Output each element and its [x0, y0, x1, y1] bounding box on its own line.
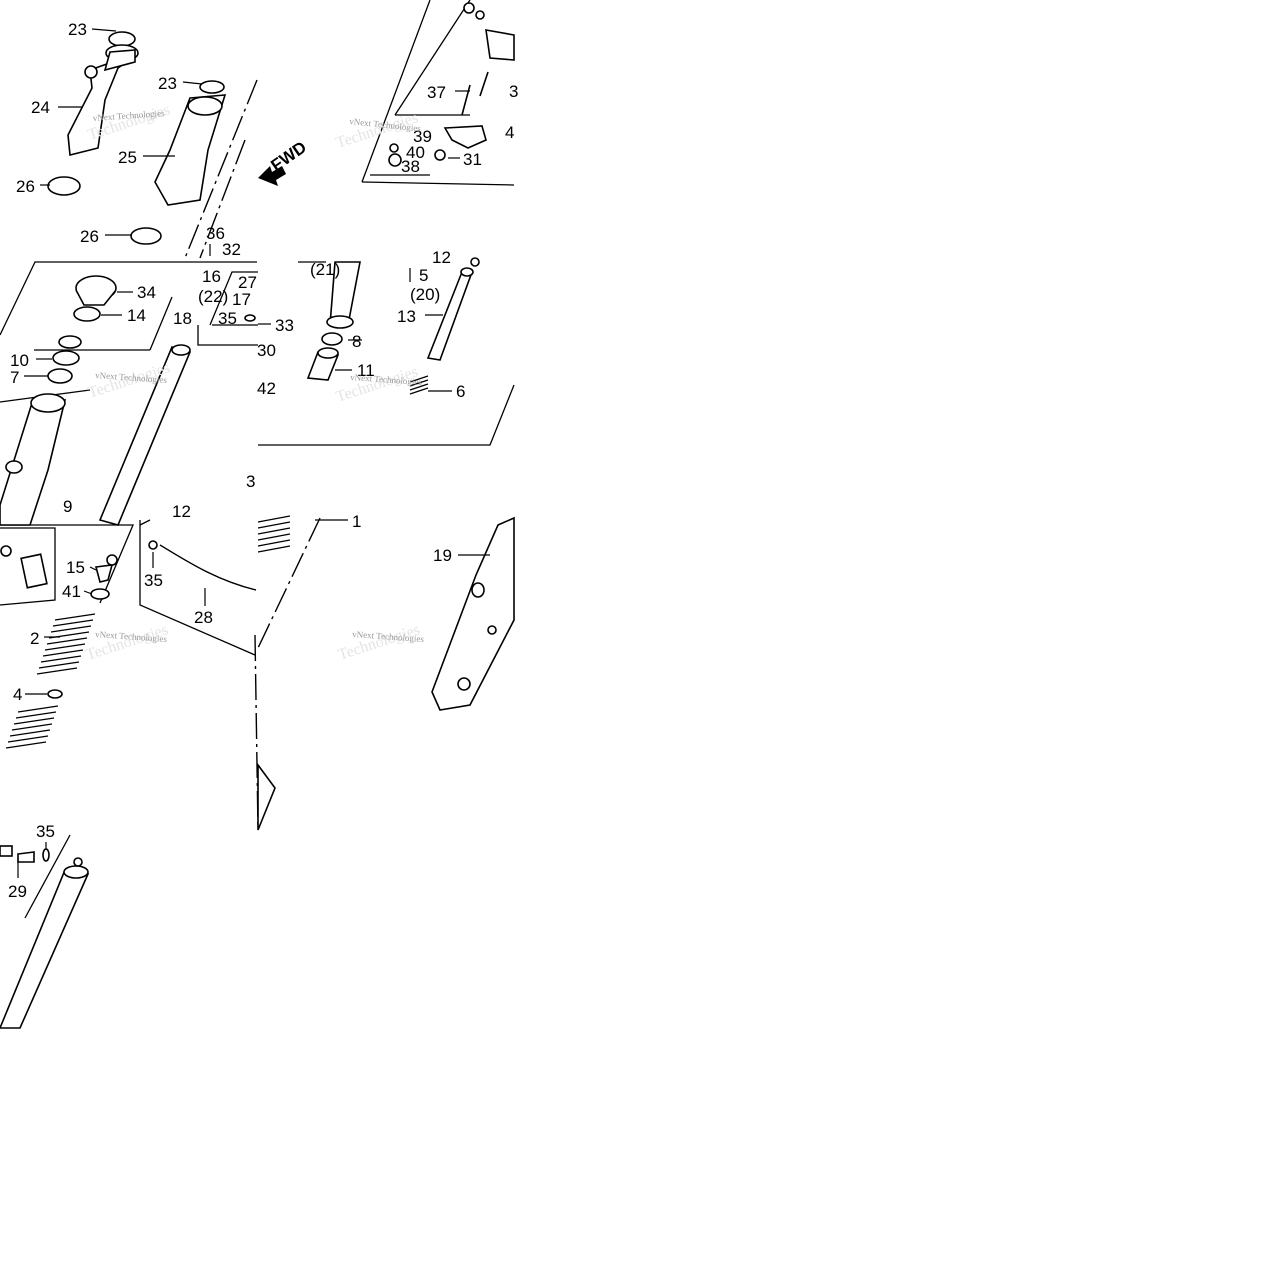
- callout-label: 42: [257, 379, 276, 398]
- callout-label: 40: [406, 143, 425, 162]
- callout-label: 41: [62, 582, 81, 601]
- callout-label: 39: [413, 127, 432, 146]
- callout-label: 19: [433, 546, 452, 565]
- callout-label: 23: [68, 20, 87, 39]
- callout-label: 17: [232, 290, 251, 309]
- callout-label: 2: [30, 629, 39, 648]
- callout-label: 23: [158, 74, 177, 93]
- callout-label: 13: [397, 307, 416, 326]
- watermarks: Technologies vNext Technologies Technolo…: [84, 101, 425, 663]
- callout-label: 16: [202, 267, 221, 286]
- callout-label: 35: [218, 309, 237, 328]
- callout-label: (20): [410, 285, 440, 304]
- callout-label: 6: [456, 382, 465, 401]
- callout-label: 4: [13, 685, 22, 704]
- callout-label: 26: [16, 177, 35, 196]
- callout-label: 24: [31, 98, 50, 117]
- callout-label: 3: [246, 472, 255, 491]
- callout-label: 14: [127, 306, 146, 325]
- callout-label: (22): [198, 287, 228, 306]
- callout-label: 32: [222, 240, 241, 259]
- part-shapes: [0, 2, 515, 1029]
- callout-label: 11: [357, 361, 375, 380]
- callout-label: 12: [172, 502, 191, 521]
- callout-label: 9: [63, 497, 72, 516]
- callout-label: 37: [427, 83, 446, 102]
- callout-label: 4: [505, 123, 514, 142]
- callout-label: 27: [238, 273, 257, 292]
- callout-label: 12: [432, 248, 451, 267]
- callout-leaders: [17, 28, 490, 878]
- callout-label: 5: [419, 266, 428, 285]
- callout-label: 1: [352, 512, 361, 531]
- diagram-frames: [0, 0, 515, 919]
- callout-label: 7: [10, 368, 19, 387]
- callout-label: 35: [36, 822, 55, 841]
- callout-label: 34: [137, 283, 156, 302]
- callout-label: 38: [401, 157, 420, 176]
- forward-arrow-icon: [258, 166, 286, 186]
- forward-direction-indicator: FWD: [258, 138, 310, 186]
- callout-label: 26: [80, 227, 99, 246]
- callout-label: 29: [8, 882, 27, 901]
- fwd-label: FWD: [267, 138, 310, 176]
- callout-label: 31: [463, 150, 482, 169]
- callout-label: 25: [118, 148, 137, 167]
- callout-label: (21): [310, 260, 340, 279]
- callout-label: 15: [66, 558, 85, 577]
- callout-label: 18: [173, 309, 192, 328]
- callout-label: 28: [194, 608, 213, 627]
- callout-label: 33: [275, 316, 294, 335]
- callout-label: 36: [206, 224, 225, 243]
- callout-label: 35: [144, 571, 163, 590]
- callout-label: 30: [257, 341, 276, 360]
- callout-numbers: 23 23 24 25 26 26 36 32 16 27 (22) 17 35…: [8, 20, 518, 901]
- callout-label: 3: [509, 82, 518, 101]
- callout-label: 10: [10, 351, 29, 370]
- callout-label: 8: [352, 332, 361, 351]
